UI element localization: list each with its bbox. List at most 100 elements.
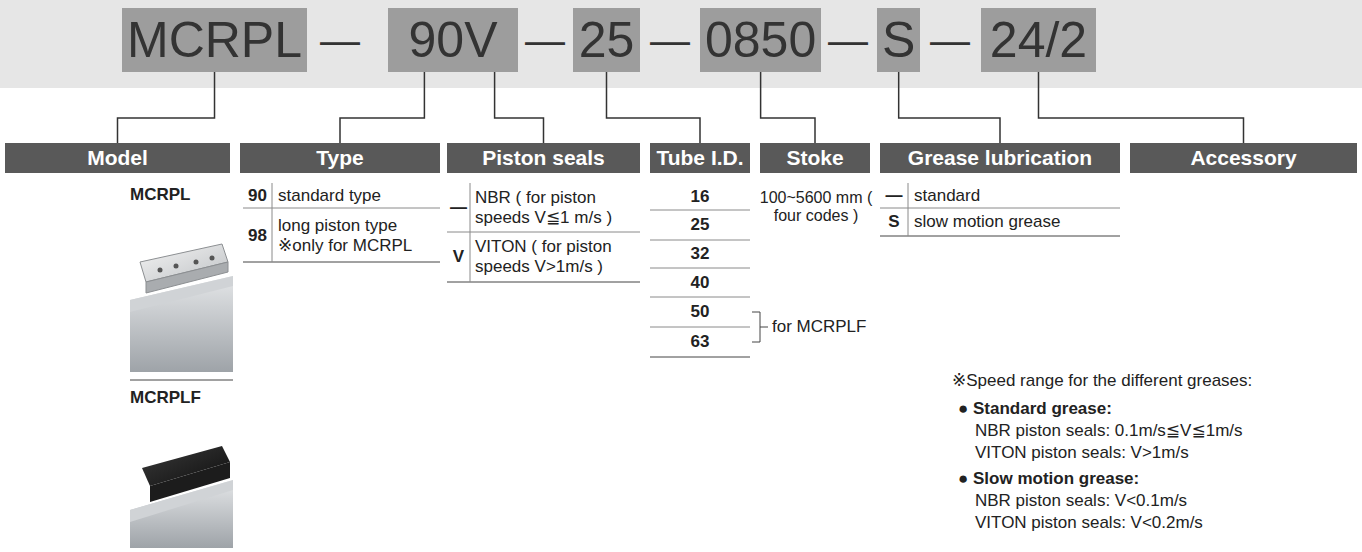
label-text: standard [914, 186, 980, 206]
label-text: 25 [691, 215, 710, 235]
node-text: 25 [579, 11, 635, 69]
code-segment: MCRPL [122, 8, 307, 72]
label-text: — [450, 198, 467, 218]
node-text: Tube I.D. [656, 146, 743, 170]
separator-dash: — [650, 14, 690, 66]
connector-line [495, 72, 544, 143]
label-text: — [886, 186, 903, 206]
label-text: — [930, 17, 970, 63]
table-cell: — [880, 183, 908, 208]
connector-line [1039, 72, 1244, 143]
table-cell: VITON ( for piston speeds V>1m/s ) [475, 232, 640, 282]
node-text: Type [316, 146, 363, 170]
label-text: VITON ( for piston speeds V>1m/s ) [475, 237, 640, 276]
connector-line [761, 72, 815, 143]
label-text: — [525, 17, 565, 63]
label-text: — [828, 17, 868, 63]
label-text: 98 [248, 226, 267, 246]
column-header: Type [240, 143, 440, 173]
connector-line [607, 72, 701, 143]
note-text: NBR piston seals: 0.1m/s≦V≦1m/s [975, 420, 1355, 442]
separator-dash: — [930, 14, 970, 66]
label-text: ● Standard grease: [958, 399, 1112, 419]
column-header: Grease lubrication [880, 143, 1120, 173]
label-text: V [453, 247, 464, 267]
code-segment: 0850 [700, 8, 821, 72]
label-text: 32 [691, 244, 710, 264]
separator-dash: — [525, 14, 565, 66]
table-cell: — [447, 183, 470, 232]
table-cell: 63 [650, 327, 750, 357]
mcrplf-photo [130, 415, 233, 548]
label-text: for MCRPLF [772, 317, 866, 337]
table-rules [130, 183, 1120, 380]
bracket [752, 312, 768, 342]
column-header: Stoke [760, 143, 870, 173]
label-text: — [650, 17, 690, 63]
connector-line [118, 72, 215, 143]
note-text: ※Speed range for the different greases: [952, 370, 1352, 392]
table-cell: long piston type ※only for MCRPL [278, 210, 440, 262]
node-text: Model [87, 146, 148, 170]
model-name: MCRPL [130, 184, 240, 206]
table-cell: 98 [243, 210, 272, 262]
note-text: VITON piston seals: V>1m/s [975, 442, 1355, 464]
connector-line [340, 72, 424, 143]
label-text: standard type [278, 186, 381, 206]
node-text: Stoke [786, 146, 843, 170]
label-text: 90 [248, 186, 267, 206]
table-cell: slow motion grease [914, 208, 1120, 236]
note-text: VITON piston seals: V<0.2m/s [975, 512, 1355, 534]
label-text: NBR piston seals: 0.1m/s≦V≦1m/s [975, 421, 1243, 441]
column-header: Piston seals [447, 143, 640, 173]
node-text: 24/2 [990, 11, 1087, 69]
table-cell: 50 [650, 297, 750, 327]
table-cell: V [447, 232, 470, 282]
table-cell: standard [914, 183, 1120, 208]
label-text: — [320, 17, 360, 63]
label-text: 16 [691, 187, 710, 207]
table-cell: standard type [278, 183, 440, 208]
code-segment: 24/2 [981, 8, 1096, 72]
table-cell: 40 [650, 268, 750, 297]
model-name: MCRPLF [130, 386, 240, 410]
note-text: ● Standard grease: [958, 398, 1348, 420]
node-text: Piston seals [482, 146, 605, 170]
label-text: MCRPL [130, 185, 190, 205]
code-segment: 25 [573, 8, 640, 72]
table-cell: 90 [243, 183, 272, 208]
column-header: Model [5, 143, 230, 173]
table-cell: S [880, 208, 908, 236]
table-cell: 16 [650, 183, 750, 210]
node-text: 90V [409, 11, 498, 69]
mcrpl-photo [130, 210, 233, 372]
table-cell: 32 [650, 240, 750, 268]
node-text: S [882, 11, 915, 69]
separator-dash: — [828, 14, 868, 66]
table-cell: 100~5600 mm ( four codes ) [755, 183, 877, 231]
label-text: NBR ( for piston speeds V≦1 m/s ) [475, 188, 640, 227]
label-text: ● Slow motion grease: [958, 469, 1139, 489]
label-text: MCRPLF [130, 388, 201, 408]
label-text: 40 [691, 273, 710, 293]
label-text: 63 [691, 332, 710, 352]
label-text: NBR piston seals: V<0.1m/s [975, 491, 1187, 511]
label-text: S [888, 212, 899, 232]
code-segment: 90V [388, 8, 518, 72]
label-text: long piston type ※only for MCRPL [278, 216, 440, 255]
label-text: VITON piston seals: V<0.2m/s [975, 513, 1203, 533]
note-text: ● Slow motion grease: [958, 468, 1348, 490]
column-header: Accessory [1130, 143, 1357, 173]
table-cell: 25 [650, 210, 750, 240]
node-text: MCRPL [127, 11, 302, 69]
column-header: Tube I.D. [650, 143, 750, 173]
table-note: for MCRPLF [772, 316, 882, 338]
connector-line [899, 72, 1000, 143]
note-text: NBR piston seals: V<0.1m/s [975, 490, 1355, 512]
label-text: slow motion grease [914, 212, 1060, 232]
label-text: 100~5600 mm ( four codes ) [755, 189, 877, 226]
label-text: ※Speed range for the different greases: [952, 371, 1252, 391]
node-text: Grease lubrication [908, 146, 1092, 170]
node-text: Accessory [1190, 146, 1296, 170]
